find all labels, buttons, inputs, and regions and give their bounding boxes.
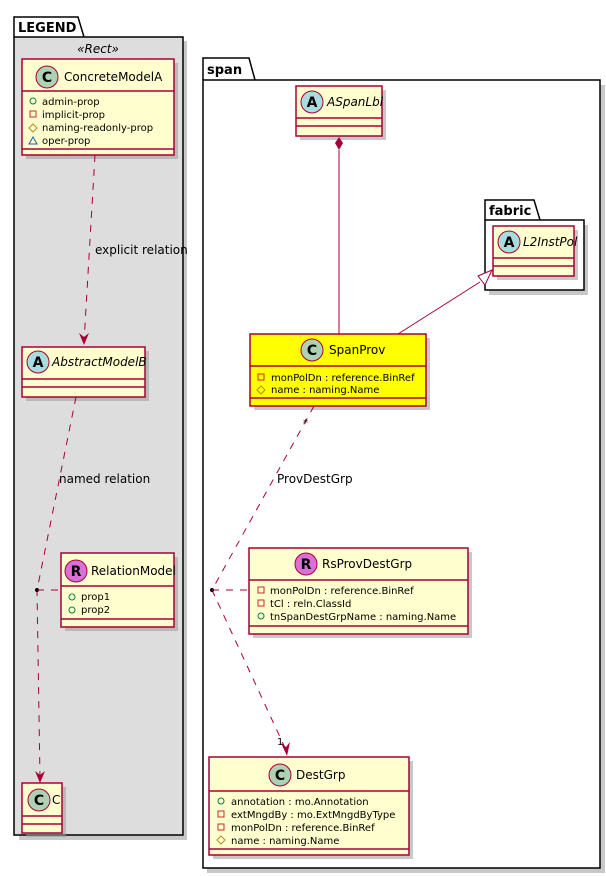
relation-badge-icon [294, 552, 318, 576]
class-name: RelationModel [91, 564, 176, 578]
relation-label: named relation [59, 472, 150, 486]
class-rs-prov-dest-grp[interactable]: R RsProvDestGrp monPolDn : reference.Bin… [248, 547, 472, 638]
arrowhead-icon [79, 333, 89, 345]
class-badge-letter: C [307, 343, 317, 359]
attribute: monPolDn : reference.BinRef [231, 823, 375, 834]
public-visibility-icon [217, 797, 225, 805]
relation-prov-dest-grp: * ProvDestGrp 1 [210, 405, 353, 756]
attribute: name : naming.Name [271, 385, 379, 396]
package-legend-tab [13, 16, 85, 38]
class-name: RsProvDestGrp [322, 557, 412, 571]
class-concrete-model-a[interactable]: C ConcreteModelA admin-prop implicit-pro… [21, 58, 178, 159]
class-relation-model[interactable]: R RelationModel prop1 prop2 [60, 552, 178, 631]
attribute: prop1 [81, 592, 110, 603]
attribute: name : naming.Name [231, 836, 339, 847]
attribute: tnSpanDestGrpName : naming.Name [270, 612, 456, 623]
class-badge-letter: C [42, 70, 52, 86]
protected-visibility-icon [256, 385, 266, 395]
attribute: monPolDn : reference.BinRef [270, 586, 414, 597]
private-visibility-icon [257, 599, 265, 607]
class-name: DestGrp [296, 768, 345, 782]
source-multiplicity: * [303, 418, 308, 429]
class-badge-icon [300, 338, 324, 362]
class-badge-letter: C [275, 768, 285, 784]
package-legend-stereotype: «Rect» [77, 42, 119, 56]
class-name: C [52, 793, 60, 807]
private-visibility-icon [217, 823, 225, 831]
package-legend: LEGEND «Rect» [13, 16, 187, 840]
class-dest-grp[interactable]: C DestGrp annotation : mo.Annotation ext… [208, 756, 413, 859]
class-badge-icon [268, 763, 292, 787]
abstract-badge-icon [26, 350, 50, 374]
public-visibility-icon [257, 612, 265, 620]
class-span-prov[interactable]: C SpanProv monPolDn : reference.BinRef n… [249, 333, 430, 410]
arrowhead-icon [35, 771, 45, 783]
attribute: admin-prop [42, 97, 100, 108]
package-legend-title: LEGEND [18, 21, 77, 36]
class-badge-icon [35, 65, 59, 89]
class-abstract-model-b[interactable]: A AbstractModelB [21, 346, 149, 401]
class-c[interactable]: C C [21, 782, 66, 837]
class-name: ConcreteModelA [64, 70, 163, 84]
inheritance-arrow-icon [477, 269, 494, 286]
private-visibility-icon [29, 110, 37, 118]
private-visibility-icon [217, 810, 225, 818]
abstract-badge-icon [497, 230, 521, 254]
class-badge-letter: A [307, 95, 318, 111]
class-badge-icon [27, 788, 51, 812]
package-fabric-title: fabric [489, 204, 531, 219]
private-visibility-icon [257, 586, 265, 594]
public-visibility-icon [68, 593, 76, 601]
relation-badge-icon [64, 559, 88, 583]
attribute: annotation : mo.Annotation [231, 797, 369, 808]
relation-composition [335, 137, 343, 334]
package-span: span [202, 57, 605, 873]
relation-label: explicit relation [95, 243, 188, 257]
private-visibility-icon [257, 373, 265, 381]
package-visibility-icon [28, 135, 38, 145]
package-span-title: span [207, 63, 242, 78]
attribute: implicit-prop [42, 110, 105, 121]
class-badge-letter: A [33, 355, 44, 371]
relation-named: named relation [35, 396, 150, 783]
composition-diamond-icon [335, 137, 343, 150]
arrowhead-icon [281, 742, 290, 756]
class-badge-letter: R [301, 557, 312, 573]
attribute: prop2 [81, 605, 110, 616]
class-name: L2InstPol [523, 235, 578, 249]
class-badge-letter: R [71, 564, 82, 580]
package-legend-body [13, 36, 184, 836]
protected-visibility-icon [216, 835, 226, 845]
public-visibility-icon [68, 606, 76, 614]
class-name: SpanProv [329, 343, 385, 357]
class-badge-letter: A [504, 235, 515, 251]
class-name: ASpanLbl [326, 95, 384, 109]
class-badge-letter: C [34, 793, 44, 809]
attribute: oper-prop [42, 136, 90, 147]
relation-label: ProvDestGrp [277, 472, 353, 486]
relation-explicit: explicit relation [79, 154, 188, 345]
class-name: AbstractModelB [51, 355, 147, 369]
target-multiplicity: 1 [277, 737, 283, 748]
attribute: monPolDn : reference.BinRef [271, 373, 415, 384]
public-visibility-icon [29, 97, 37, 105]
attribute: tCl : reln.ClassId [270, 599, 351, 610]
attribute: extMngdBy : mo.ExtMngdByType [231, 810, 395, 821]
relation-inheritance [397, 269, 494, 335]
abstract-badge-icon [300, 90, 324, 114]
attribute: naming-readonly-prop [42, 123, 153, 134]
protected-visibility-icon [28, 123, 38, 133]
class-l2-inst-pol[interactable]: A L2InstPol [492, 225, 578, 280]
class-aspan-lbl[interactable]: A ASpanLbl [295, 85, 386, 140]
